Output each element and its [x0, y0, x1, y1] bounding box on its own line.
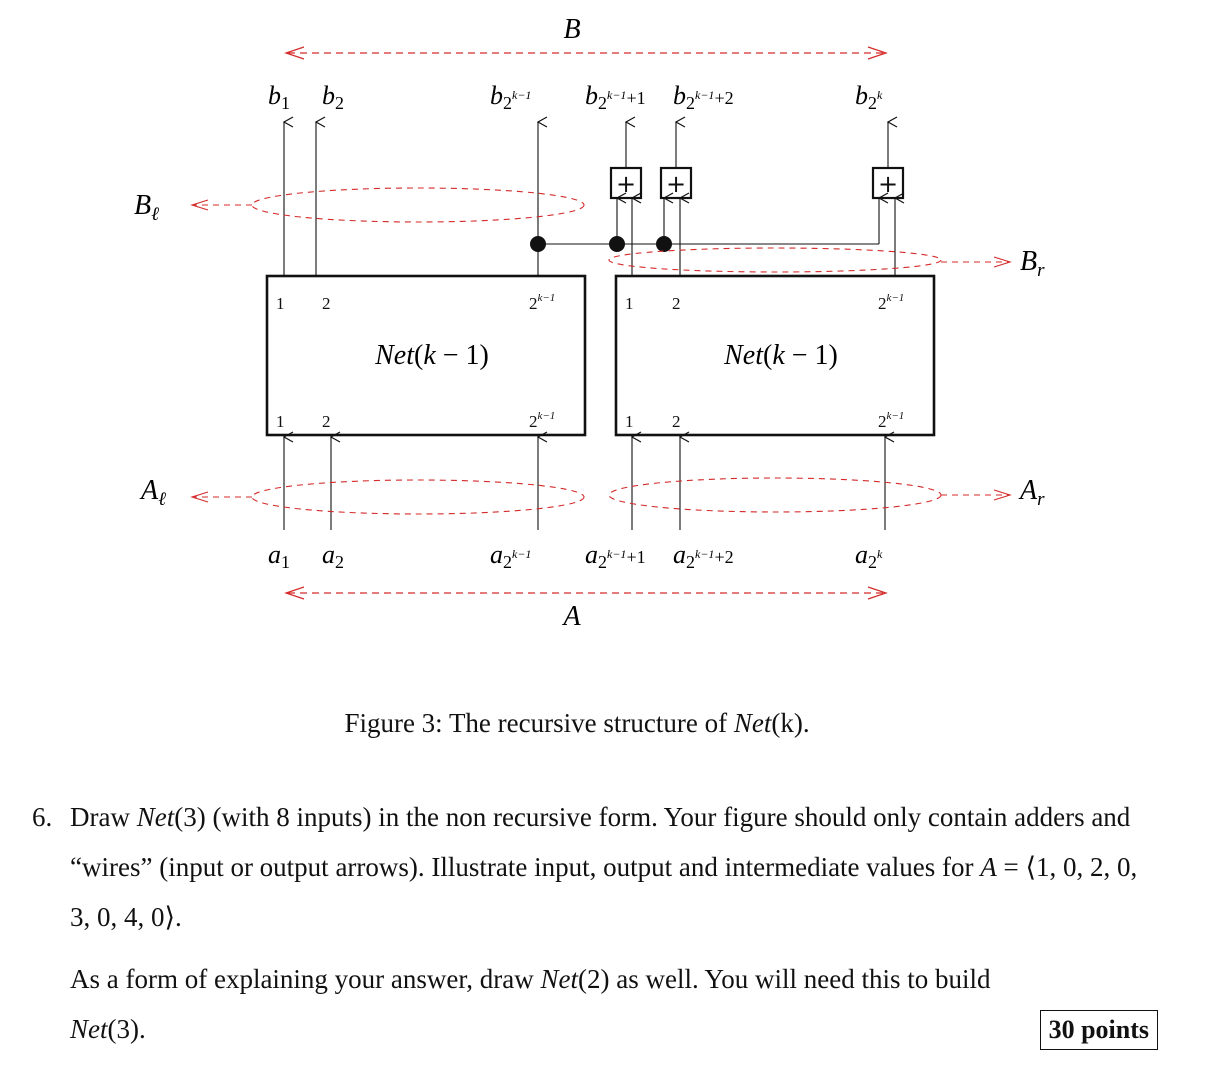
right-box-out-port-last: 2k−1 [878, 292, 904, 313]
problem-paragraph-1: Draw Net(3) (with 8 inputs) in the non r… [70, 792, 1158, 942]
input-labels: a1 a2 a2k−1 a2k−1+1 a2k−1+2 a2k [268, 540, 883, 572]
label-B: B [563, 14, 580, 45]
input-label-a2: a2 [322, 540, 344, 572]
input-label-a2k-1-plus-1: a2k−1+1 [585, 540, 646, 572]
caption-net: Net [733, 708, 772, 738]
right-box-in-port-2: 2 [672, 412, 681, 431]
left-box-out-port-last: 2k−1 [529, 292, 555, 313]
right-box-label: Net(k − 1) [723, 340, 838, 371]
problem-number: 6. [32, 802, 53, 832]
output-label-b2: b2 [322, 81, 344, 113]
left-box-label: Net(k − 1) [374, 340, 489, 371]
carry-bus [538, 198, 879, 245]
label-Al: Aℓ [139, 475, 166, 510]
right-box-in-port-1: 1 [625, 412, 634, 431]
left-output-wires [284, 122, 538, 276]
figure-caption: Figure 3: The recursive structure of Net… [0, 708, 1154, 739]
adders [609, 166, 905, 200]
left-net-box [265, 274, 587, 437]
problem-net2: Net [540, 964, 579, 994]
input-label-a2k-1-plus-2: a2k−1+2 [673, 540, 734, 572]
problem-text-6: . [138, 1014, 146, 1044]
problem-text-3: = ⟨1, 0, 2, 0, 3, 0, 4, 0⟩. [70, 852, 1138, 932]
label-Bl: Bℓ [134, 190, 159, 225]
left-box-in-port-2: 2 [322, 412, 331, 431]
problem-net3: Net [136, 802, 175, 832]
left-box-out-port-1: 1 [276, 294, 285, 313]
adder-symbol-1: + [616, 170, 636, 198]
right-box-in-port-last: 2k−1 [878, 410, 904, 431]
adder-output-wires [626, 122, 888, 168]
output-label-b2k-1-plus-1: b2k−1+1 [585, 81, 646, 113]
left-box-in-port-last: 2k−1 [529, 410, 555, 431]
Br-group [608, 247, 1012, 273]
problem-arg2: (2) [578, 964, 610, 994]
input-label-a2k: a2k [855, 540, 883, 572]
problem-var-A: A [980, 852, 997, 882]
Ar-group [608, 477, 1012, 513]
input-wires [284, 437, 885, 530]
right-box-out-port-2: 2 [672, 294, 681, 313]
bus-junctions [530, 236, 672, 252]
output-label-b1: b1 [268, 81, 290, 113]
adder-symbol-2: + [666, 170, 686, 198]
left-box-in-port-1: 1 [276, 412, 285, 431]
output-label-b2k-1-plus-2: b2k−1+2 [673, 81, 734, 113]
problem-arg3b: (3) [107, 1014, 139, 1044]
label-A: A [561, 601, 581, 632]
Bl-group [190, 187, 585, 223]
label-Br: Br [1020, 246, 1045, 281]
right-output-wires [632, 198, 895, 276]
input-label-a1: a1 [268, 540, 290, 572]
problem-text-1: Draw [70, 802, 137, 832]
label-Ar: Ar [1018, 475, 1045, 510]
left-box-out-port-2: 2 [322, 294, 331, 313]
problem-text-5: as well. You will need this to build [609, 964, 991, 994]
points-badge: 30 points [1039, 1010, 1158, 1050]
output-label-b2k: b2k [855, 81, 883, 113]
problem-arg3: (3) [174, 802, 206, 832]
caption-suffix: . [802, 708, 810, 738]
problem-6: 6. Draw Net(3) (with 8 inputs) in the no… [32, 792, 1158, 1054]
caption-arg: (k) [771, 708, 803, 738]
adder-symbol-3: + [878, 170, 898, 198]
caption-prefix: Figure 3: The recursive structure of [344, 708, 734, 738]
problem-text-4: As a form of explaining your answer, dra… [70, 964, 541, 994]
output-label-b2k-1: b2k−1 [490, 81, 531, 113]
right-box-out-port-1: 1 [625, 294, 634, 313]
input-set-A-arrow [284, 586, 888, 600]
right-net-box [614, 274, 936, 437]
input-label-a2k-1: a2k−1 [490, 540, 531, 572]
output-set-B-arrow [284, 46, 888, 60]
Al-group [190, 479, 585, 515]
recursive-structure-figure: B b1 b2 b2k−1 b2k−1+1 b2k−1+2 b2k + + + [134, 14, 1045, 632]
problem-text-2: (with 8 inputs) in the non recursive for… [70, 802, 1131, 882]
output-labels: b1 b2 b2k−1 b2k−1+1 b2k−1+2 b2k [268, 81, 883, 113]
problem-net3b: Net [70, 1014, 108, 1044]
problem-paragraph-2: As a form of explaining your answer, dra… [70, 954, 1158, 1054]
